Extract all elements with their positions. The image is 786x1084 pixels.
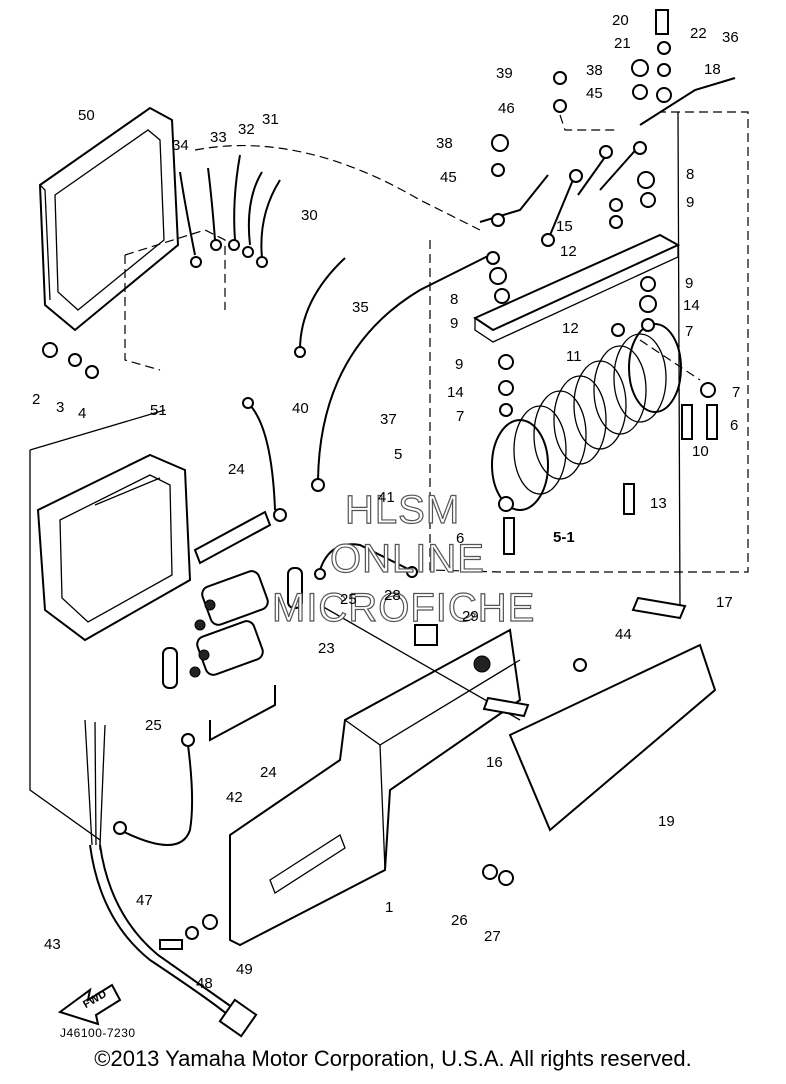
part-50-cover: [38, 106, 180, 332]
part-51-cover: [36, 453, 192, 642]
part-label: 2: [32, 391, 40, 408]
part-17-plate: [631, 596, 687, 620]
part-label: 36: [722, 29, 739, 46]
watermark: HLSM ONLINE MICROFICHE: [271, 487, 535, 630]
part-label: 3: [56, 399, 64, 416]
part-label: 20: [612, 12, 629, 29]
part-label: 14: [683, 297, 700, 314]
part-label: 46: [498, 100, 515, 117]
part-label: 40: [292, 400, 309, 417]
part-label: 9: [685, 275, 693, 292]
part-label: 45: [440, 169, 457, 186]
part-label: 12: [560, 243, 577, 260]
svg-text:ONLINE: ONLINE: [330, 537, 485, 581]
part-5-1-coil: [491, 323, 682, 511]
part-label: 32: [238, 121, 255, 138]
part-label: 12: [562, 320, 579, 337]
wire-set-top-right: [479, 77, 736, 247]
part-24-bracket-upper: [193, 510, 272, 565]
part-label: 4: [78, 405, 86, 422]
parts-diagram: HLSM ONLINE MICROFICHE FWD 1 2 3 4 5 5-1…: [29, 9, 749, 1038]
part-label: 27: [484, 928, 501, 945]
svg-text:MICROFICHE: MICROFICHE: [272, 586, 535, 630]
part-label: 24: [228, 461, 245, 478]
part-label: 9: [686, 194, 694, 211]
part-5-plate: [472, 233, 681, 343]
part-label: 39: [496, 65, 513, 82]
wire-set-30-34: [179, 154, 281, 268]
part-label: 1: [385, 899, 393, 916]
wire-41: [319, 543, 411, 571]
harness-43: [84, 719, 258, 1038]
part-label: 24: [260, 764, 277, 781]
part-label: 33: [210, 129, 227, 146]
part-label: 34: [172, 137, 189, 154]
part-label: 7: [732, 384, 740, 401]
part-label: 35: [352, 299, 369, 316]
part-label: 45: [586, 85, 603, 102]
part-25-strap-right: [287, 567, 303, 609]
part-label: 9: [450, 315, 458, 332]
part-label: 6: [730, 417, 738, 434]
part-label: 51: [150, 402, 167, 419]
part-label: 48: [196, 975, 213, 992]
wire-35: [299, 257, 346, 351]
part-label: 49: [236, 961, 253, 978]
copyright-notice: ©2013 Yamaha Motor Corporation, U.S.A. A…: [94, 1046, 692, 1071]
part-label: 41: [378, 489, 395, 506]
part-24-bracket-lower: [209, 685, 276, 742]
hardware-nuts: [42, 9, 718, 950]
part-19-guard: [508, 643, 717, 832]
part-label: 29: [462, 608, 479, 625]
part-label: 43: [44, 936, 61, 953]
part-label: 47: [136, 892, 153, 909]
part-label: 23: [318, 640, 335, 657]
svg-text:HLSM: HLSM: [345, 488, 460, 532]
wire-37: [317, 254, 491, 481]
part-label: 14: [447, 384, 464, 401]
part-label: 25: [340, 591, 357, 608]
part-label: 21: [614, 35, 631, 52]
part-label: 7: [456, 408, 464, 425]
part-label: 26: [451, 912, 468, 929]
drawing-code: J46100-7230: [60, 1026, 136, 1040]
part-label: 37: [380, 411, 397, 428]
part-label: 5: [394, 446, 402, 463]
part-1-bracket: [229, 628, 522, 947]
part-label: 38: [586, 62, 603, 79]
wire-42: [119, 744, 194, 846]
part-label: 18: [704, 61, 721, 78]
part-25-strap-left: [162, 647, 178, 689]
part-number-labels: 1 2 3 4 5 5-1 6 6 7 7 7 8 8 9 9 9 9 10 1…: [32, 12, 740, 992]
part-16-plate: [482, 696, 530, 718]
part-23-solenoids: [189, 570, 269, 678]
part-label: 15: [556, 218, 573, 235]
part-label: 30: [301, 207, 318, 224]
part-label: 10: [692, 443, 709, 460]
part-29-grommet: [473, 655, 491, 673]
wire-40: [249, 404, 276, 511]
part-label: 42: [226, 789, 243, 806]
part-label: 17: [716, 594, 733, 611]
part-label: 5-1: [553, 529, 575, 546]
part-label: 13: [650, 495, 667, 512]
part-label: 44: [615, 626, 632, 643]
part-label: 9: [455, 356, 463, 373]
part-label: 19: [658, 813, 675, 830]
part-label: 25: [145, 717, 162, 734]
part-label: 28: [384, 587, 401, 604]
part-label: 11: [566, 348, 582, 365]
part-label: 7: [685, 323, 693, 340]
fwd-arrow-icon: [57, 983, 122, 1026]
part-label: 38: [436, 135, 453, 152]
part-label: 6: [456, 530, 464, 547]
part-28-clip: [414, 624, 438, 646]
part-label: 16: [486, 754, 503, 771]
part-label: 8: [450, 291, 458, 308]
part-label: 22: [690, 25, 707, 42]
part-label: 31: [262, 111, 279, 128]
part-label: 50: [78, 107, 95, 124]
part-label: 8: [686, 166, 694, 183]
